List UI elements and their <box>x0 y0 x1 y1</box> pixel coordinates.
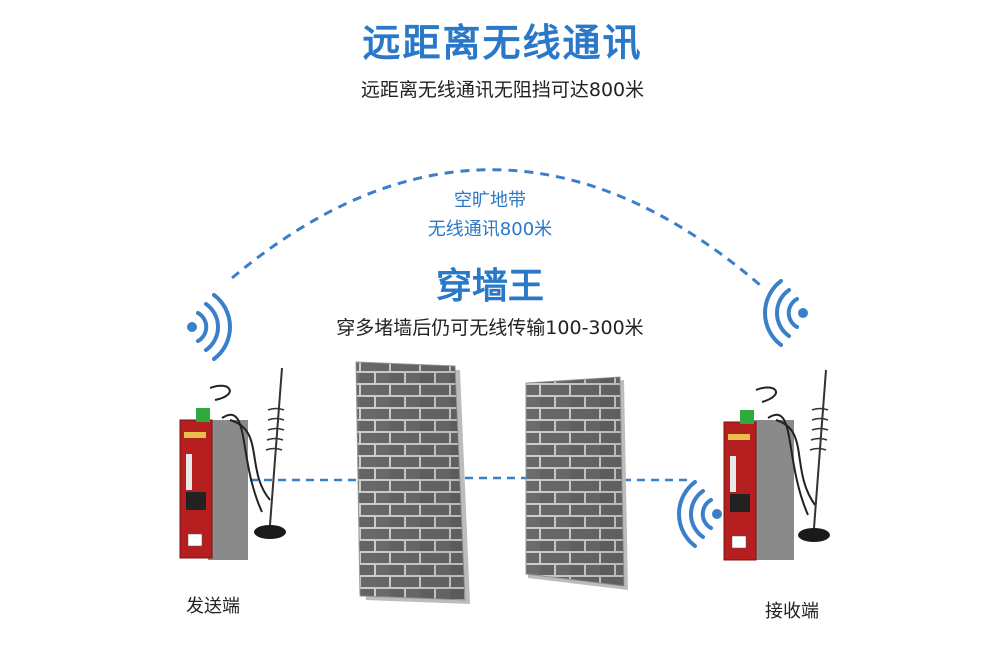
through-wall-description: 穿多堵墙后仍可无线传输100-300米 <box>336 317 644 339</box>
through-wall-title: 穿墙王 <box>435 266 544 307</box>
sender-device <box>179 384 271 560</box>
antenna-icon <box>798 369 830 542</box>
open-area-label: 空旷地带 <box>454 190 526 211</box>
long-range-arc <box>231 168 761 287</box>
wifi-signal-icon <box>763 279 808 347</box>
open-area-range: 无线通讯800米 <box>427 219 553 240</box>
brick-wall-icon <box>525 376 628 590</box>
antenna-icon <box>254 367 286 539</box>
wifi-signal-icon <box>187 293 232 361</box>
receiver-label: 接收端 <box>765 601 819 622</box>
page-subtitle: 远距离无线通讯无阻挡可达800米 <box>360 79 645 101</box>
page-title: 远距离无线通讯 <box>362 21 643 65</box>
wifi-signal-icon <box>677 480 722 548</box>
sender-label: 发送端 <box>186 596 240 617</box>
receiver-device <box>723 386 816 561</box>
brick-wall-icon <box>355 361 470 604</box>
